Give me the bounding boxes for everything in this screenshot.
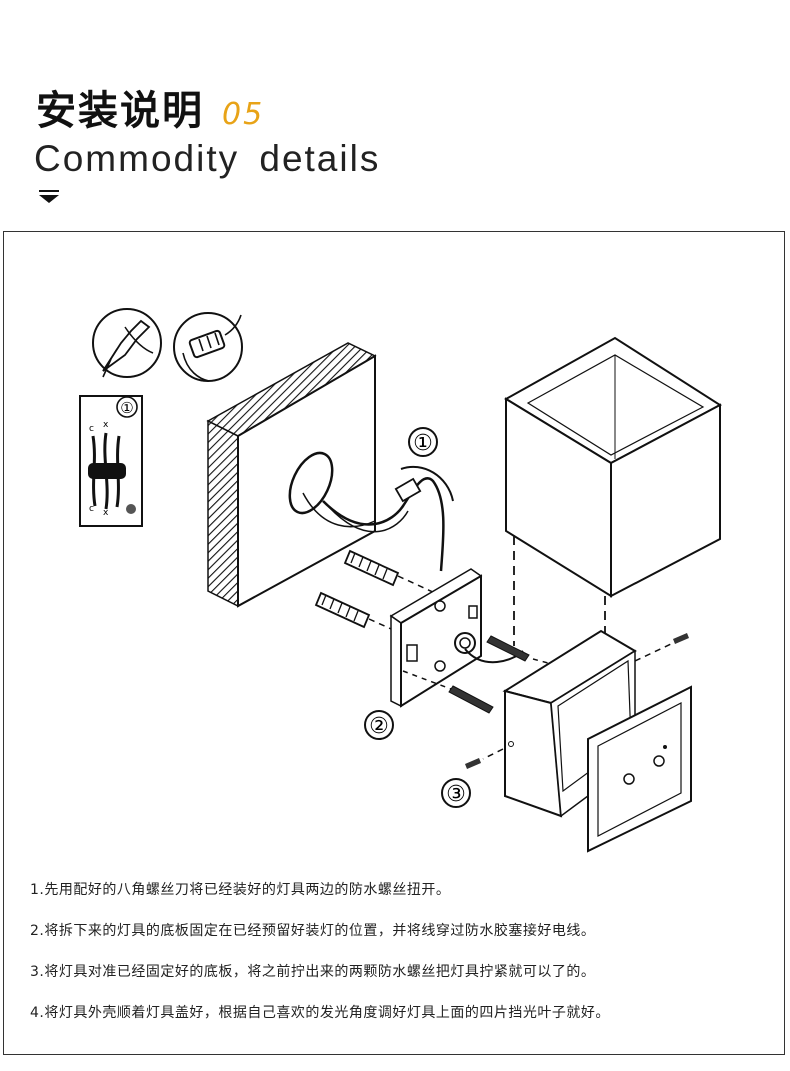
diagram-label-1: ① (413, 431, 433, 456)
mounting-screw-bottom (402, 670, 494, 714)
installation-diagram: ① c x c x ① (79, 308, 722, 853)
header-title-row: 安装说明 05 (36, 78, 264, 136)
power-wire (322, 465, 454, 572)
inset-c-bottom: c (89, 504, 94, 514)
page-subtitle: Commodity details (34, 138, 381, 179)
inset-c-top: c (89, 424, 94, 434)
diagram-label-3: ③ (446, 782, 466, 807)
connector-tool-icon (173, 312, 243, 382)
section-number: 05 (222, 97, 265, 132)
down-arrow-icon (39, 195, 59, 203)
lamp-body (502, 629, 692, 853)
side-screw-right (634, 633, 689, 662)
side-screw-left (465, 748, 504, 769)
inset-label-1: ① (120, 399, 133, 417)
screwdriver-tool-icon (92, 308, 162, 378)
base-plate (389, 568, 524, 708)
instruction-steps: 1.先用配好的八角螺丝刀将已经装好的灯具两边的防水螺丝扭开。 2.将拆下来的灯具… (30, 878, 770, 1042)
inset-x-bottom: x (103, 508, 109, 518)
arrow-bar (39, 190, 59, 192)
diagram-label-2: ② (369, 714, 389, 739)
step-1: 1.先用配好的八角螺丝刀将已经装好的灯具两边的防水螺丝扭开。 (30, 882, 451, 898)
content-frame (3, 231, 785, 1055)
step-3: 3.将灯具对准已经固定好的底板，将之前拧出来的两颗防水螺丝把灯具拧紧就可以了的。 (30, 964, 596, 980)
step-4: 4.将灯具外壳顺着灯具盖好，根据自己喜欢的发光角度调好灯具上面的四片挡光叶子就好… (30, 1005, 610, 1021)
page-title: 安装说明 (36, 88, 204, 134)
wiring-inset: ① c x c x (79, 395, 143, 527)
inset-x-top: x (103, 420, 109, 430)
step-2: 2.将拆下来的灯具的底板固定在已经预留好装灯的位置，并将线穿过防水胶塞接好电线。 (30, 923, 596, 939)
lamp-shade (504, 336, 722, 598)
wall-block (206, 342, 377, 608)
